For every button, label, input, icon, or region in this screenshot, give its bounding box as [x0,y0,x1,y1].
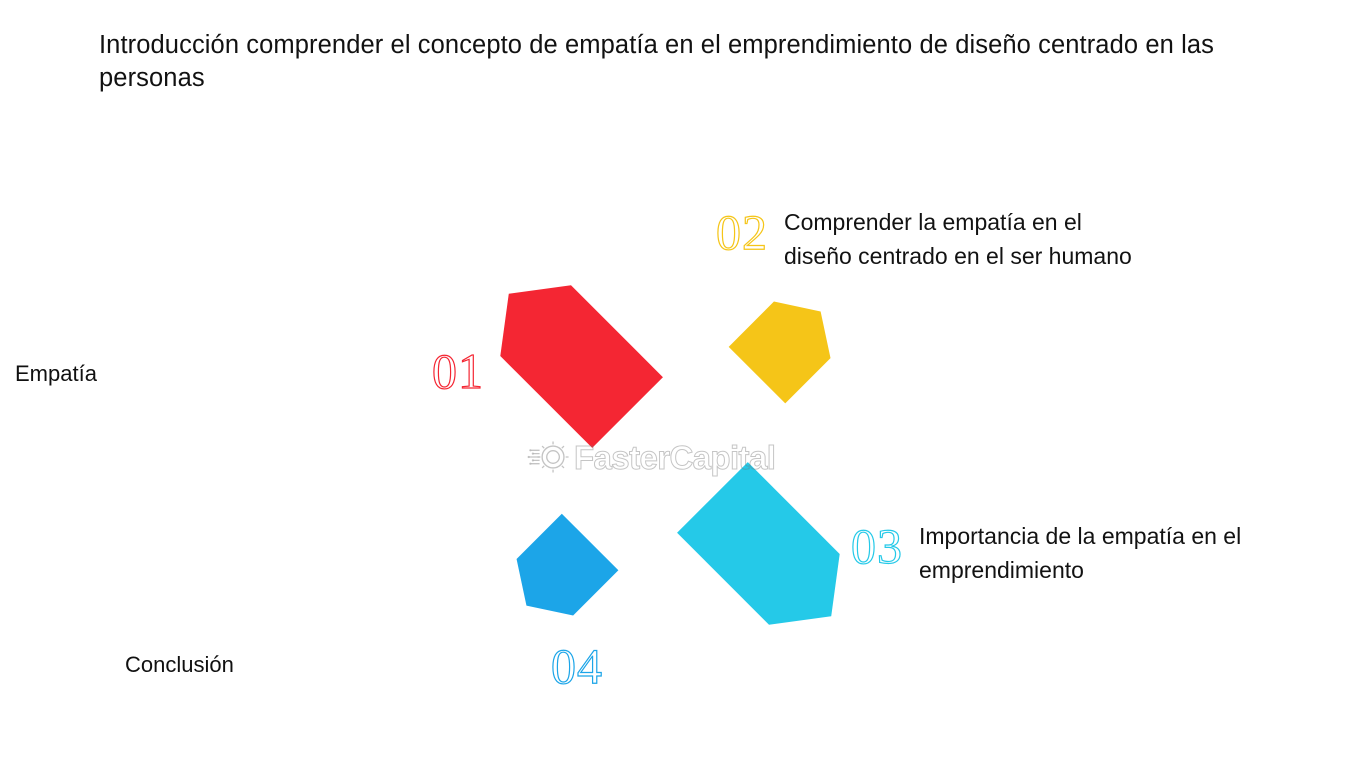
label-conclusion: Conclusión [125,652,234,677]
pinwheel-arrow-red [500,285,663,448]
pinwheel-arrow-blue [516,513,619,616]
callout-number-01: 01 [431,343,484,399]
callout-01: 01 [431,343,484,399]
page-title: Introducción comprender el concepto de e… [99,31,1214,93]
pinwheel-svg [500,285,840,625]
pinwheel-diagram [420,230,920,690]
pinwheel-arrow-yellow [728,301,831,404]
callout-04: 04 [550,638,603,694]
callout-03: 03 Importancia de la empatía en el empre… [850,518,1242,587]
callout-number-04: 04 [550,638,603,694]
callout-02: 02 Comprender la empatía en el diseño ce… [715,204,1132,273]
label-empatia: Empatía [15,361,97,386]
callout-number-03: 03 [850,518,903,574]
callout-text-02: Comprender la empatía en el diseño centr… [784,209,1132,269]
callout-text-03: Importancia de la empatía en el emprendi… [919,523,1242,583]
callout-number-02: 02 [715,204,768,260]
pinwheel-arrow-cyan [677,462,840,625]
